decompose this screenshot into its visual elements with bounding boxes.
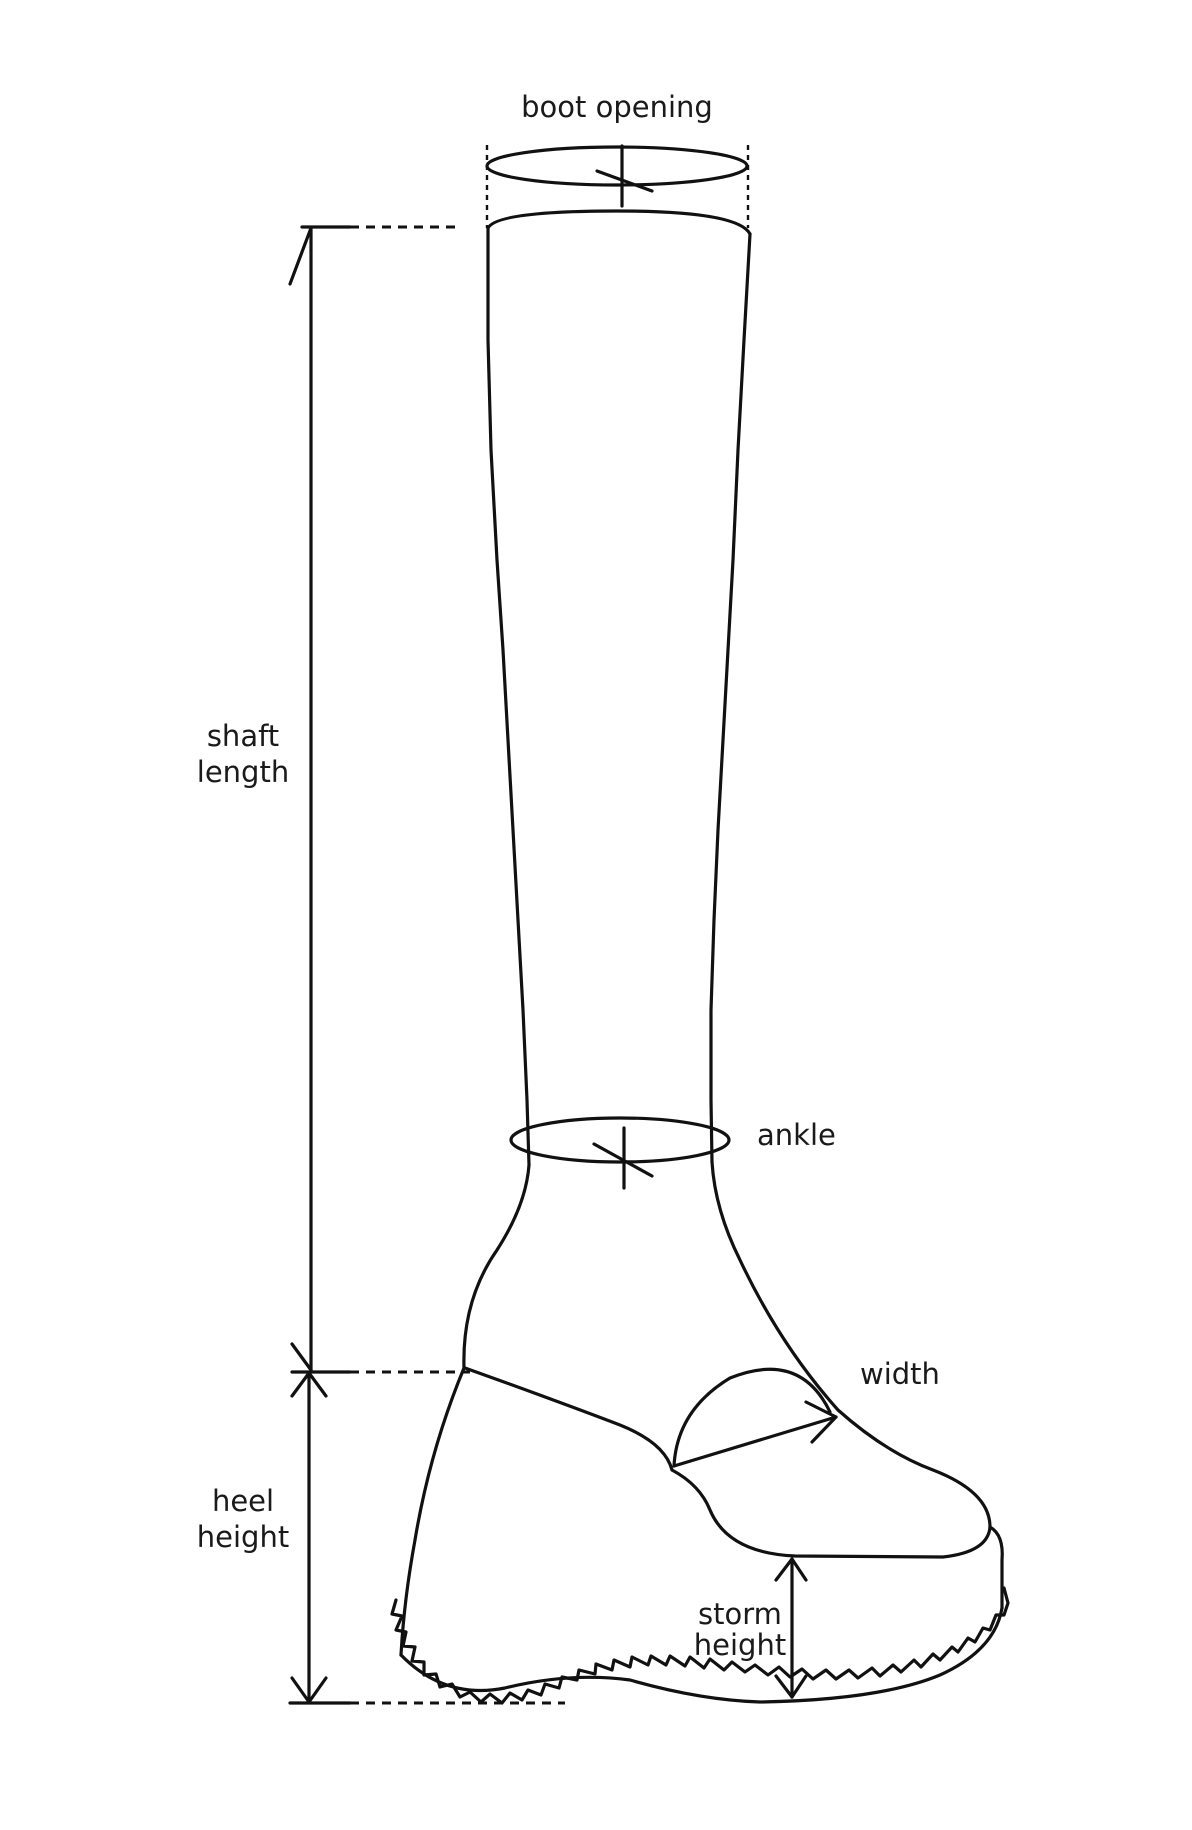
- boot-toe-curve: [670, 1468, 992, 1559]
- heel-arrow-top: [290, 1371, 328, 1398]
- width-arrow-line: [672, 1415, 838, 1468]
- boot-instep-curve: [710, 1160, 992, 1529]
- ankle-cross-diagonal: [592, 1142, 654, 1178]
- storm-height-arrow-bottom: [774, 1674, 808, 1699]
- heel-height-label-line1: heel: [212, 1484, 274, 1518]
- shaft-length-label-line1: shaft: [207, 719, 279, 753]
- platform-bottom-curve: [399, 1606, 1004, 1704]
- platform-tread: [390, 1586, 1010, 1705]
- storm-height-label-line1: storm: [698, 1597, 782, 1631]
- width-measure: [672, 1367, 838, 1468]
- heel-height-label-line2: height: [197, 1520, 289, 1554]
- ankle-measure: [509, 1116, 731, 1190]
- platform-heel-side: [399, 1366, 466, 1657]
- storm-height-measure: [774, 1557, 808, 1699]
- boot-opening-label: boot opening: [521, 90, 713, 124]
- boot-shaft-right-edge: [709, 232, 752, 1164]
- boot-foot: [462, 1160, 992, 1559]
- boot-shaft: [486, 209, 752, 1167]
- ankle-ellipse: [509, 1116, 731, 1164]
- boot-vamp-line: [463, 1366, 674, 1472]
- boot-opening-ellipse: [485, 145, 749, 187]
- width-label: width: [860, 1357, 940, 1391]
- boot-heel-back-curve: [462, 1163, 531, 1370]
- boot-opening-cross-diagonal: [595, 169, 654, 193]
- storm-height-arrow-top: [774, 1557, 808, 1582]
- ankle-label: ankle: [757, 1118, 836, 1152]
- storm-height-label-line2: height: [694, 1628, 786, 1662]
- boot-shaft-left-edge: [486, 226, 531, 1167]
- width-arrow-head: [804, 1400, 838, 1444]
- shaft-arrow-top: [288, 226, 313, 286]
- heel-height-measure: [288, 1370, 565, 1705]
- boot-platform: [390, 1366, 1010, 1705]
- shaft-length-label-line2: length: [197, 755, 289, 789]
- boot-opening-measure: [485, 144, 750, 228]
- shaft-arrow-bottom: [290, 1342, 313, 1372]
- width-arc: [672, 1367, 832, 1468]
- platform-front-top: [988, 1525, 1004, 1610]
- shaft-length-measure: [288, 225, 460, 1372]
- boot-collar-top: [486, 209, 752, 236]
